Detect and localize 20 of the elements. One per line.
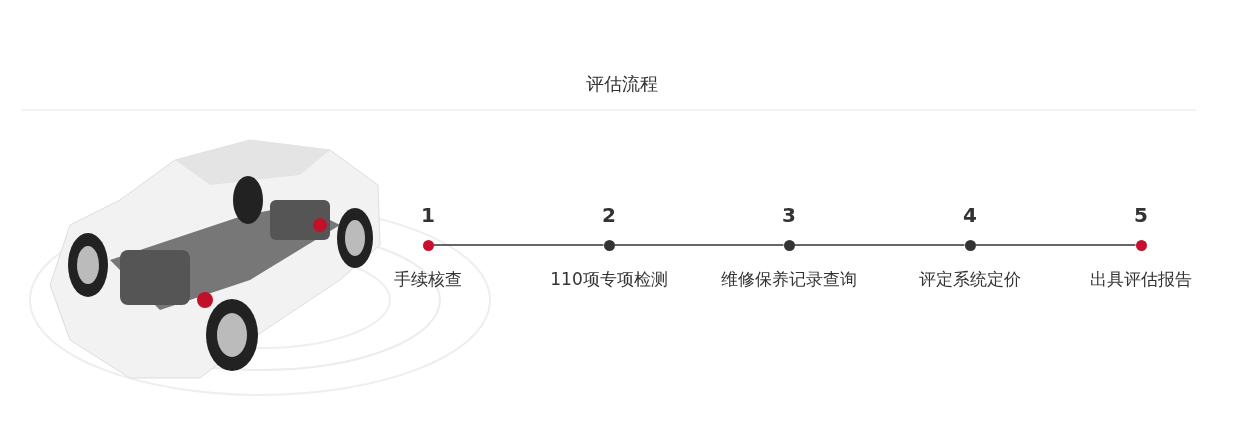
step-dot bbox=[603, 239, 615, 251]
step-label: 评定系统定价 bbox=[918, 268, 1022, 291]
step-number: 2 bbox=[601, 203, 617, 227]
step-dot bbox=[964, 239, 976, 251]
step-label: 110项专项检测 bbox=[549, 268, 669, 291]
connector-line bbox=[974, 244, 1137, 246]
step-label: 维修保养记录查询 bbox=[720, 268, 858, 291]
step-number: 1 bbox=[420, 203, 436, 227]
connector-line bbox=[432, 244, 605, 246]
step-number: 5 bbox=[1133, 203, 1149, 227]
step-dot bbox=[783, 239, 795, 251]
step-number: 3 bbox=[781, 203, 797, 227]
step-dot bbox=[422, 239, 434, 251]
step-number: 4 bbox=[962, 203, 978, 227]
step-label: 出具评估报告 bbox=[1089, 268, 1193, 291]
step-dot bbox=[1135, 239, 1147, 251]
connector-line bbox=[793, 244, 966, 246]
step-label: 手续核查 bbox=[393, 268, 463, 291]
diagram-title: 评估流程 bbox=[585, 72, 659, 96]
connector-line bbox=[613, 244, 785, 246]
